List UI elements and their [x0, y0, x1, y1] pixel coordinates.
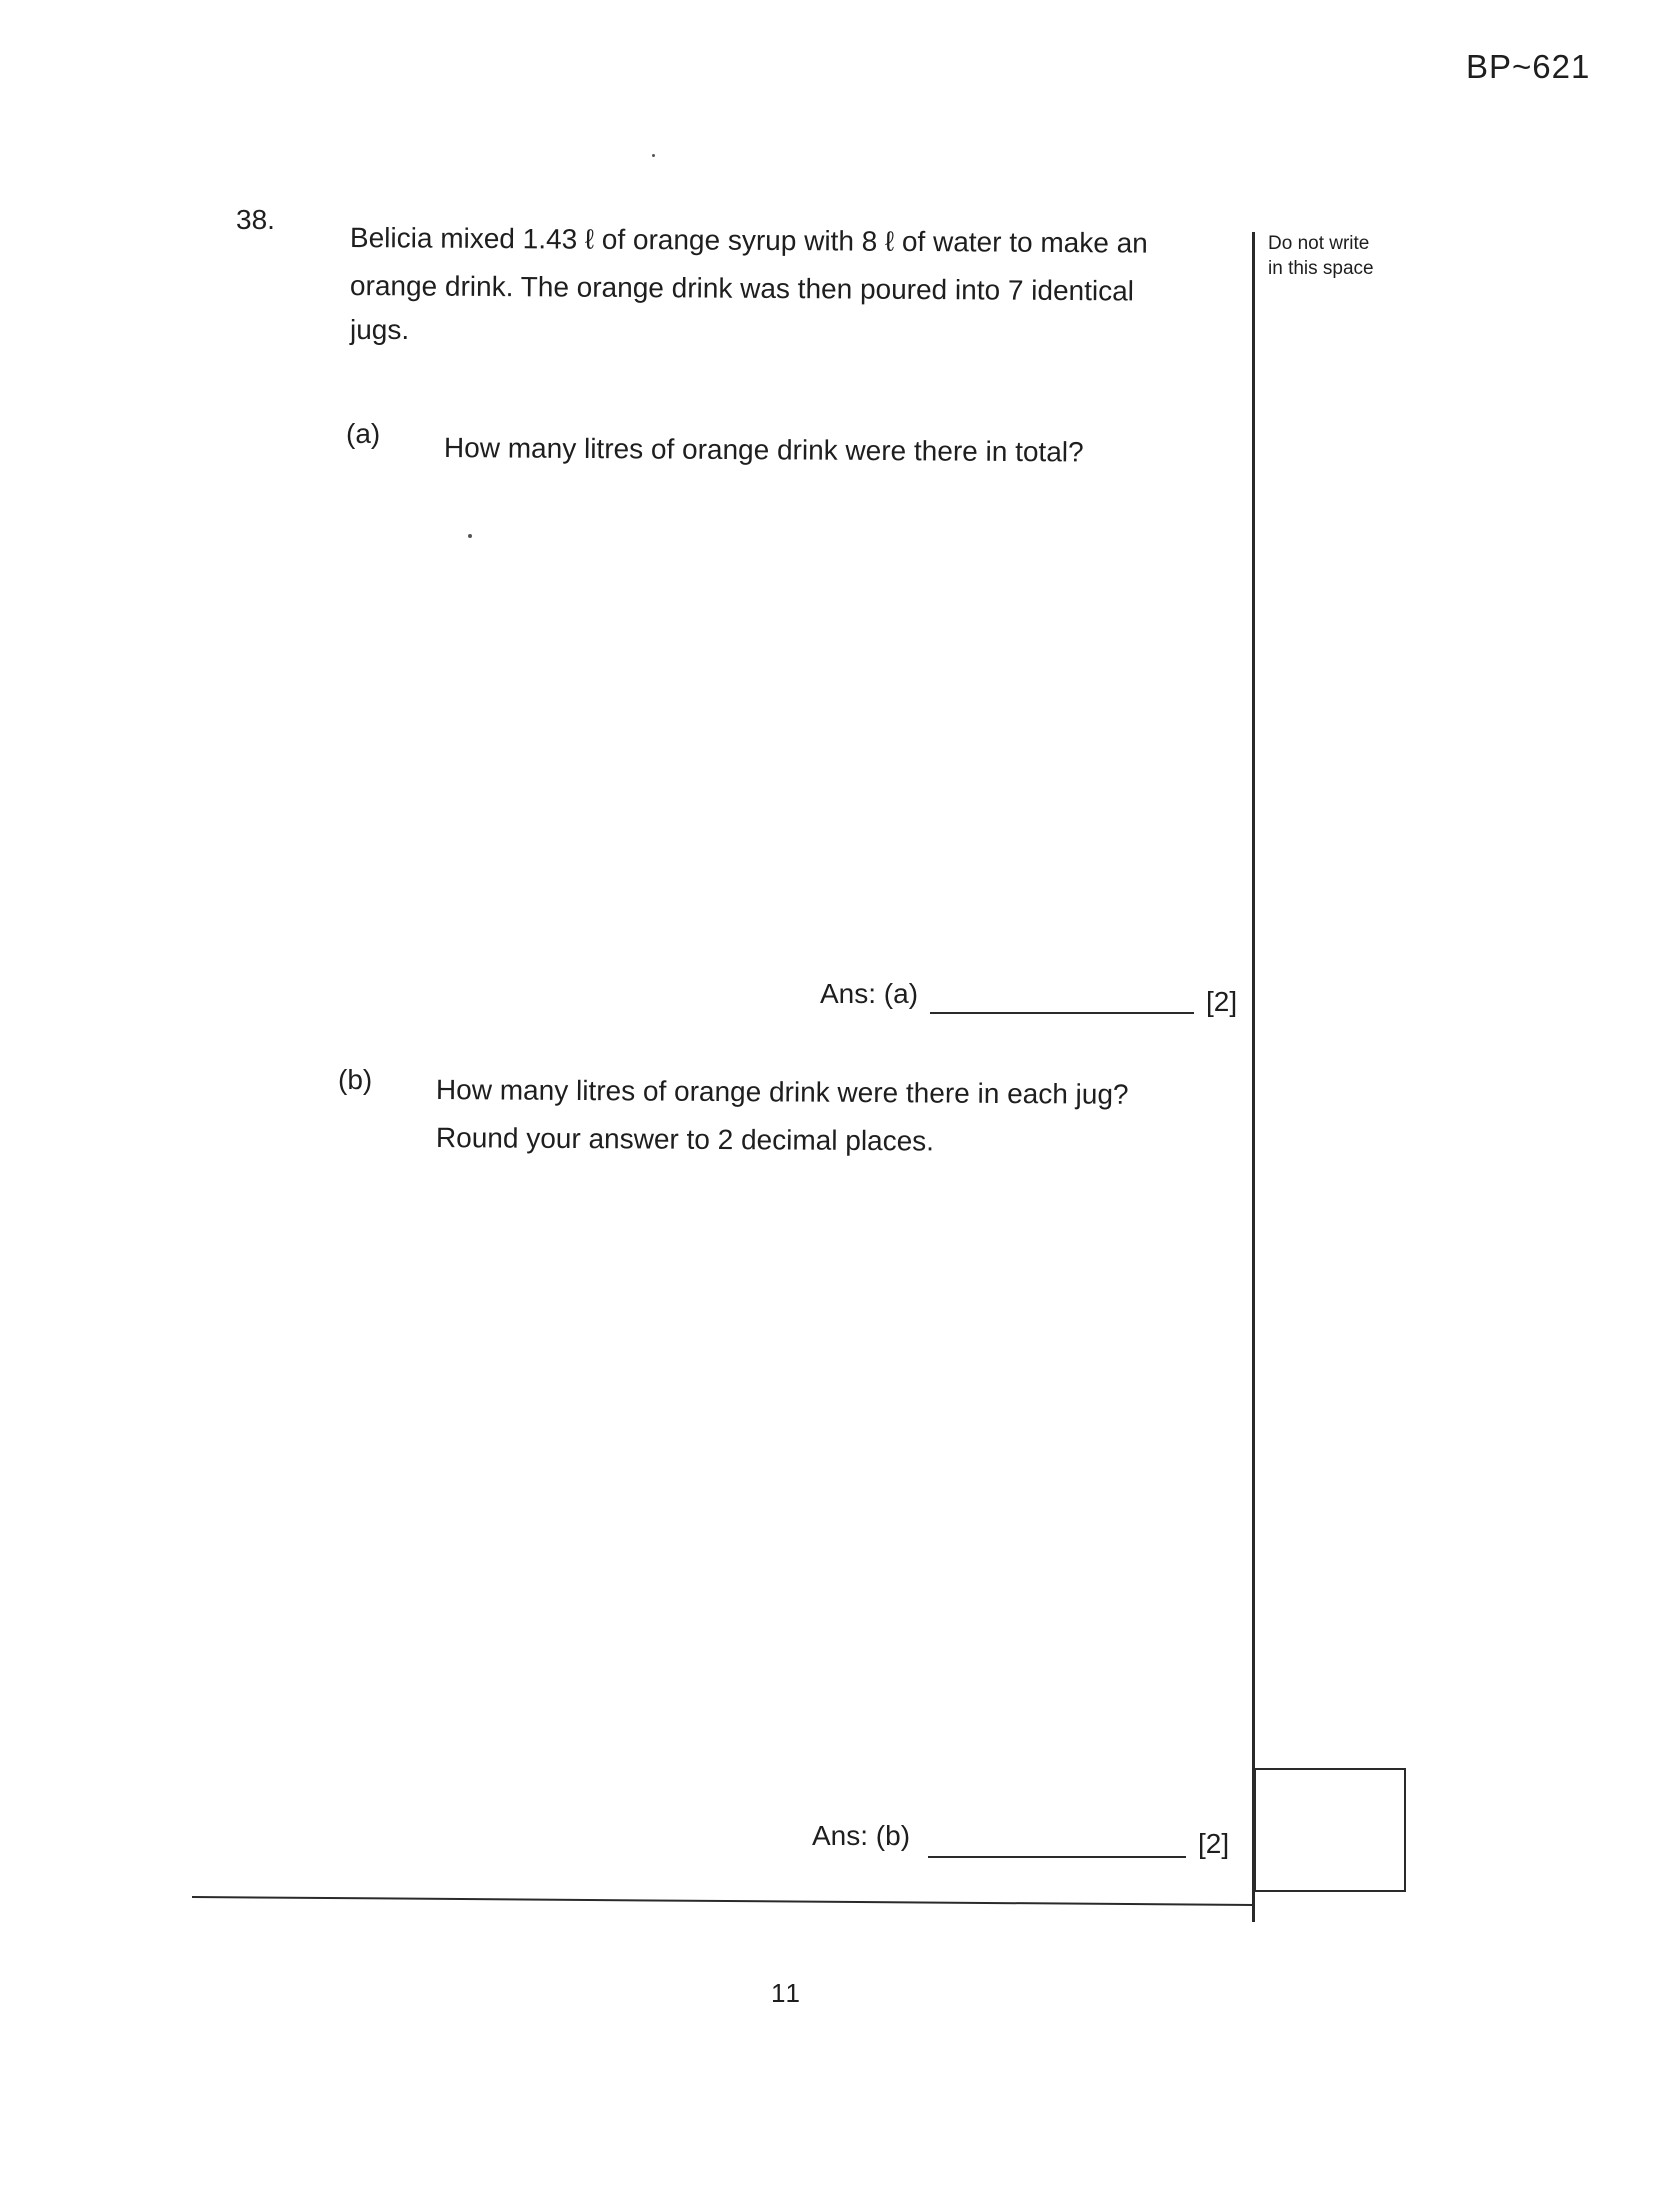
marks-box: [1254, 1768, 1406, 1892]
margin-note-line-1: Do not write: [1268, 233, 1370, 254]
margin-rule: [1252, 232, 1255, 1922]
question-text-line-1: Belicia mixed 1.43 ℓ of orange syrup wit…: [349, 222, 1148, 259]
question-text-line-3: jugs.: [350, 314, 410, 345]
part-b-answer-blank[interactable]: [928, 1856, 1186, 1858]
paper-code: BP~621: [1466, 48, 1591, 85]
part-a-label: (a): [346, 418, 381, 449]
part-a-answer-blank[interactable]: [930, 1012, 1194, 1014]
question-text-line-2: orange drink. The orange drink was then …: [349, 270, 1135, 307]
margin-note: Do not write in this space: [1268, 232, 1428, 281]
page-number: 11: [771, 1978, 802, 2008]
part-b-label: (b): [338, 1064, 373, 1095]
part-a-question: How many litres of orange drink were the…: [443, 432, 1084, 468]
question-number: 38.: [236, 204, 275, 235]
part-b-question-line-2: Round your answer to 2 decimal places.: [435, 1122, 935, 1157]
margin-note-line-2: in this space: [1268, 257, 1374, 279]
part-a-marks: [2]: [1206, 986, 1238, 1017]
bottom-rule: [191, 1896, 1254, 1906]
part-b-question-line-1: How many litres of orange drink were the…: [435, 1074, 1129, 1110]
part-a-answer-label: Ans: (a): [820, 978, 919, 1009]
part-b-marks: [2]: [1198, 1828, 1230, 1859]
scan-speck: [652, 154, 655, 157]
scan-speck: [468, 534, 472, 538]
part-b-answer-label: Ans: (b): [812, 1820, 911, 1851]
